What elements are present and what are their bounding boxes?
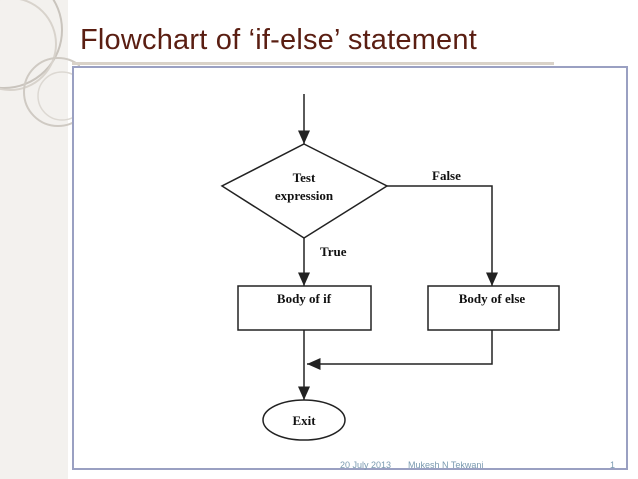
false-label: False xyxy=(432,168,461,183)
decorative-swirl xyxy=(0,0,80,479)
flowchart-frame: Test expression False True Body of if Bo… xyxy=(72,66,628,470)
false-branch-line xyxy=(387,185,498,286)
body-else-box xyxy=(427,285,560,331)
body-if-text: Body of if xyxy=(277,291,332,306)
flowchart-canvas: Test expression False True Body of if Bo… xyxy=(220,94,560,441)
footer-author: Mukesh N Tekwani xyxy=(408,460,484,470)
footer-page-number: 1 xyxy=(610,460,616,470)
title-underline xyxy=(72,62,554,65)
decision-text-line1: Test xyxy=(293,170,316,185)
decision-text-line2: expression xyxy=(275,188,334,203)
body-else-text: Body of else xyxy=(459,291,526,306)
slide-title: Flowchart of ‘if-else’ statement xyxy=(80,24,477,56)
true-label: True xyxy=(320,244,347,259)
exit-oval xyxy=(262,399,346,441)
footer-date: 20 July 2013 xyxy=(340,460,392,470)
else-merge-line xyxy=(307,330,493,370)
body-if-box xyxy=(237,285,372,331)
exit-text: Exit xyxy=(292,413,316,428)
